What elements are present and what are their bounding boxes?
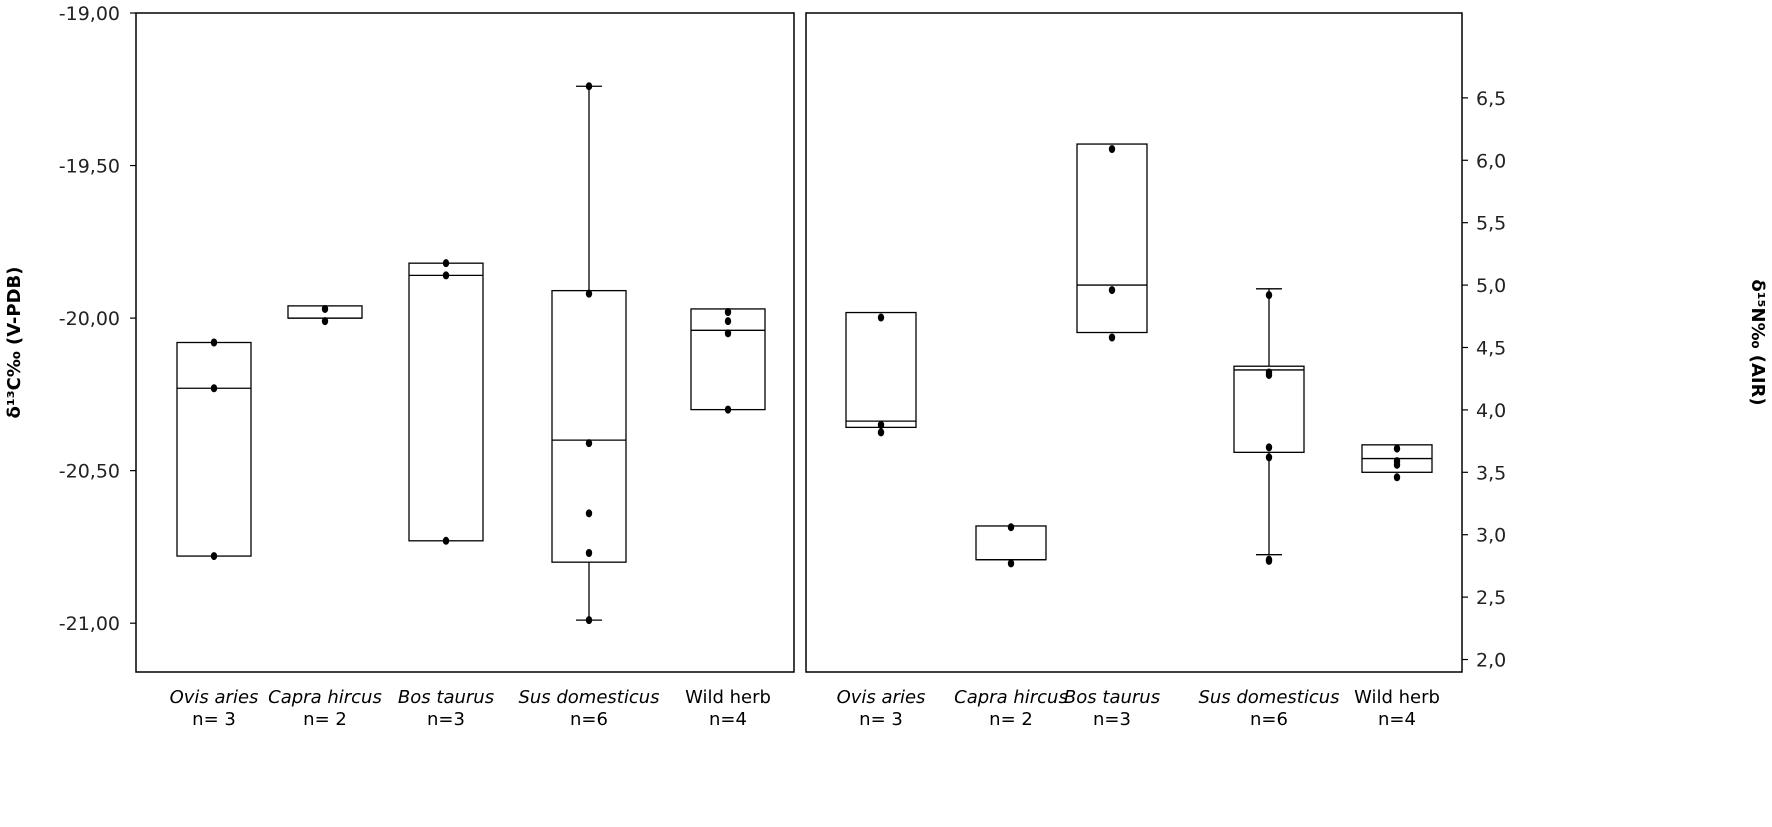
c13-data-point [321,317,329,326]
nitrogen-isotope-panel: 2,0 2,5 3,0 3,5 4,0 4,5 5,0 5,5 6,0 6,5 δ¹⁵N‰ (AIR… [805,12,1768,730]
c13-box [176,341,252,557]
n15-data-point [1265,453,1273,462]
n15-tick-label: 6,5 [1476,88,1506,110]
c13-box [551,289,627,563]
c13-data-point [442,259,450,268]
n15-data-point [877,420,885,429]
n15-data-point [1265,556,1273,565]
n15-data-point [1393,460,1401,469]
c13-data-point [585,82,593,91]
n15-tick-label: 4,0 [1476,400,1506,422]
n15-data-point [877,313,885,322]
n15-data-point [1265,443,1273,452]
c13-category-name: Capra hircus [268,687,382,708]
n15-data-point [1393,444,1401,453]
n15-category-name: Sus domesticus [1198,687,1339,708]
c13-category-name: Wild herb [685,687,771,708]
n15-axis-title: δ¹⁵N‰ (AIR) [1747,279,1768,405]
n15-tick-label: 3,5 [1476,462,1506,484]
n15-category-name: Bos taurus [1064,687,1160,708]
c13-data-point [585,549,593,558]
c13-data-point [724,329,732,338]
n15-data-point [1108,286,1116,295]
c13-data-point [724,405,732,414]
c13-axis-title: δ¹³C‰ (V-PDB) [4,267,25,419]
n15-data-point [1108,333,1116,342]
n15-data-point [877,428,885,437]
n15-tick-label: 6,0 [1476,150,1506,172]
c13-data-point [210,384,218,393]
n15-data-point [1265,291,1273,300]
n15-category-n: n= 2 [989,709,1033,730]
n15-category-name: Wild herb [1354,687,1440,708]
c13-category-name: Bos taurus [398,687,494,708]
c13-data-point [442,536,450,545]
n15-tick-label: 5,0 [1476,275,1506,297]
n15-box [1076,143,1148,334]
n15-data-point [1007,559,1015,568]
n15-category-name: Capra hircus [954,687,1068,708]
c13-data-point [585,509,593,518]
n15-plot-frame [805,12,1463,673]
n15-box [845,311,917,429]
n15-category-n: n=3 [1093,709,1131,730]
n15-data-point [1108,145,1116,154]
n15-category-n: n=6 [1250,709,1288,730]
c13-data-point [321,304,329,313]
n15-data-point [1393,473,1401,482]
c13-tick-label: -19,00 [59,3,120,25]
c13-data-point [724,307,732,316]
c13-category-n: n=3 [427,709,465,730]
c13-data-point [210,338,218,347]
c13-data-point [585,616,593,625]
c13-category-n: n=6 [570,709,608,730]
c13-category-n: n= 2 [303,709,347,730]
c13-plot-frame [135,12,795,673]
c13-tick-label: -19,50 [59,156,120,178]
carbon-isotope-panel: -19,00 -19,50 -20,00 -20,50 -21,00 δ¹³C‰ (V-P… [4,3,795,730]
c13-category-n: n= 3 [192,709,236,730]
n15-tick-label: 3,0 [1476,525,1506,547]
n15-category-n: n=4 [1378,709,1416,730]
c13-data-point [442,271,450,280]
c13-data-point [585,439,593,448]
c13-tick-label: -20,50 [59,461,120,483]
n15-box [1233,365,1305,453]
n15-category-n: n= 3 [859,709,903,730]
c13-box [408,262,484,542]
n15-tick-label: 4,5 [1476,337,1506,359]
n15-data-point [1007,523,1015,532]
c13-data-point [724,317,732,326]
n15-data-point [1265,370,1273,379]
n15-tick-label: 5,5 [1476,213,1506,235]
c13-data-point [210,552,218,561]
c13-category-name: Ovis aries [170,687,259,708]
c13-tick-label: -21,00 [59,613,120,635]
n15-tick-label: 2,5 [1476,587,1506,609]
c13-tick-label: -20,00 [59,308,120,330]
n15-category-name: Ovis aries [837,687,926,708]
n15-tick-label: 2,0 [1476,650,1506,672]
c13-category-n: n=4 [709,709,747,730]
c13-category-name: Sus domesticus [518,687,659,708]
c13-data-point [585,289,593,298]
